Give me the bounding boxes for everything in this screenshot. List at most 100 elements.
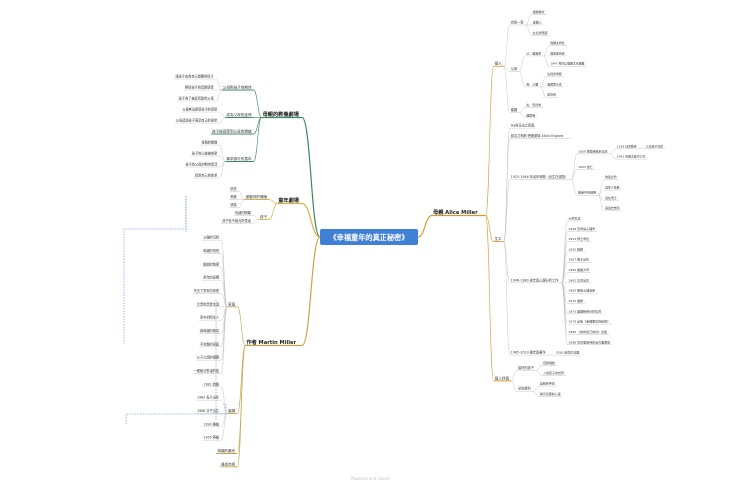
main-branch-label[interactable]: 母親的教養劇場: [263, 110, 300, 118]
mindmap-node[interactable]: 揭示兒童的心靈: [540, 391, 561, 396]
mindmap-node[interactable]: 父母無法接受孩子的感受: [182, 107, 218, 112]
main-branch-label[interactable]: 作者 Martin Miller: [246, 338, 296, 346]
mindmap-node[interactable]: 壓抑孩子的真實感受: [185, 85, 214, 90]
mindmap-node[interactable]: 家庭: [228, 301, 236, 306]
mindmap-node[interactable]: 1939 社會戰爭: [617, 143, 637, 148]
mindmap-node[interactable]: 大學的學習生涯: [197, 301, 220, 306]
mindmap-node[interactable]: 父子之間的隔閡: [197, 355, 219, 360]
mindmap-node[interactable]: 1943 逃亡: [578, 164, 593, 169]
mindmap-node[interactable]: 尋找自我: [221, 461, 236, 466]
mindmap-node[interactable]: 遭逢挫折者: [550, 50, 565, 55]
mindmap-node[interactable]: 生平: [495, 236, 503, 241]
mindmap-node[interactable]: 母親的驕傲: [201, 140, 218, 145]
mindmap-node[interactable]: 父母: [511, 67, 517, 71]
mindmap-node[interactable]: 2010 逝世於法國: [556, 350, 580, 355]
mindmap-node[interactable]: 個人評價: [495, 375, 510, 380]
mindmap-node[interactable]: 離婚者: [526, 112, 535, 117]
mindmap-node[interactable]: 1941 在猶太區中工作: [617, 154, 646, 159]
mindmap-node[interactable]: 原名艾莉斯·恩格萊特 Alicia Englard: [511, 133, 563, 138]
mindmap-node[interactable]: 1923–1946 年幼年時期（出生在波蘭）: [511, 174, 568, 179]
mindmap-node[interactable]: 自我犧牲: [543, 360, 555, 365]
mindmap-node[interactable]: 父親的沉默: [203, 235, 220, 240]
mindmap-node[interactable]: 1947 死於這個猶太化困難: [550, 61, 584, 66]
mindmap-node[interactable]: 1979 出版《幸福童年的秘密》: [569, 319, 611, 324]
mindmap-node[interactable]: 不完整的家庭: [200, 341, 220, 346]
mindmap-node[interactable]: 母：沙寶: [526, 81, 538, 86]
mindmap-node[interactable]: 孩子的心靈被綁架: [192, 151, 218, 156]
mindmap-node[interactable]: 個人: [495, 61, 503, 66]
mindmap-node[interactable]: 1973 離開精神分析協會: [569, 308, 602, 313]
mindmap-node[interactable]: 自我一家: [511, 19, 525, 24]
mindmap-node[interactable]: 母親的離世: [217, 448, 235, 453]
mindmap-node[interactable]: 1955 結婚: [569, 246, 584, 251]
mindmap-node[interactable]: 自我的呼喚: [540, 381, 555, 386]
mindmap-node[interactable]: 1983 長子出生: [197, 395, 220, 400]
mindmap-node[interactable]: 戰爭中的經歷: [578, 190, 596, 195]
mindmap-node[interactable]: 1930 兩個弟妹的出生: [578, 148, 608, 153]
mindmap-node[interactable]: 1957 長子出生: [569, 257, 590, 262]
mindmap-node[interactable]: 三位孩子在家: [646, 143, 663, 148]
mindmap-node[interactable]: 1981 結婚: [203, 381, 219, 386]
mindmap-node[interactable]: 憤怒: [230, 186, 237, 191]
mindmap-node[interactable]: 孩子從不被允許表達: [222, 218, 251, 223]
mindmap-node[interactable]: 1970 離婚: [569, 298, 584, 303]
mindmap-node[interactable]: 祖籍猶太: [533, 9, 545, 14]
mindmap-node[interactable]: 與家人失散: [605, 185, 620, 190]
branch-edge: [253, 117, 262, 162]
mindmap-node[interactable]: 1946–1980 成年與心理分析工作: [511, 277, 559, 282]
mindmap-node[interactable]: 與過去告別: [605, 205, 620, 210]
mindmap-node[interactable]: 1988 在兒童虐待防治方面著述: [569, 339, 611, 344]
mindmap-node[interactable]: 童年的孤獨: [203, 275, 219, 280]
mindmap-node[interactable]: 孩子: [260, 214, 268, 219]
mindmap-node[interactable]: 與猶太商社: [550, 40, 565, 45]
mindmap-node[interactable]: 姐姐的缺席: [203, 261, 220, 266]
mindmap-node[interactable]: 孩子為父母的期待而活: [185, 162, 218, 167]
mindmap-node[interactable]: 成為父母的延伸: [226, 112, 252, 117]
mindmap-node[interactable]: 母親的憤怒: [203, 248, 220, 253]
mindmap-node[interactable]: 讓孩子成為自己想要的樣子: [175, 74, 214, 79]
mindmap-node[interactable]: 生疏的母親: [547, 71, 562, 76]
mindmap-node[interactable]: 孩子為了被愛而取悅父母: [179, 96, 214, 101]
mindmap-node[interactable]: 1985–2010 晚年與著作: [511, 350, 547, 355]
mindmap-node[interactable]: 找到自己的需求: [195, 173, 218, 178]
mindmap-node[interactable]: 尋求認可的童年: [226, 156, 252, 161]
mindmap-node[interactable]: 波蘭人: [533, 19, 542, 24]
mindmap-node[interactable]: 恐懼: [230, 194, 237, 199]
mindmap-node[interactable]: 情緒的隔離: [235, 210, 252, 215]
mindmap-node[interactable]: 1949 哲學與心理學: [569, 226, 596, 231]
mindmap-node[interactable]: 孩子能感受到父母的情緒: [212, 129, 252, 134]
mindmap-node[interactable]: 兒童權利: [518, 386, 531, 391]
mindmap-node[interactable]: 悲傷: [230, 202, 237, 207]
mindmap-node[interactable]: 1953 博士學位: [569, 236, 590, 241]
mindmap-node[interactable]: 1965 開始心理治療: [569, 288, 596, 293]
mindmap-node[interactable]: 家中的陌生人: [200, 315, 220, 320]
mindmap-node[interactable]: 入侵孩子的世界: [543, 370, 564, 375]
mindmap-node[interactable]: 女兒伊蕾夢: [533, 30, 548, 35]
mindmap-node[interactable]: 婚姻: [511, 107, 517, 112]
mindmap-node[interactable]: 與母親的衝突: [200, 328, 220, 333]
mindmap-node[interactable]: 偽造身份: [605, 174, 617, 179]
main-branch-label[interactable]: 童年劇場: [278, 196, 300, 204]
mindmap-node[interactable]: 1990 離婚: [203, 421, 219, 426]
mindmap-node[interactable]: 最好的孩子: [518, 365, 535, 370]
mindmap-node[interactable]: 1995 再婚: [203, 435, 219, 440]
mindmap-node[interactable]: 1986 次子出生: [197, 408, 220, 413]
mindmap-node[interactable]: 失去了童年的感受: [194, 288, 220, 293]
mindmap-node[interactable]: 逃往瑞士: [605, 195, 617, 200]
mindmap-node[interactable]: 被壓抑的情緒: [246, 194, 268, 199]
mindmap-node[interactable]: 婚姻: [228, 408, 236, 413]
mindmap-node[interactable]: 一種無法表達的愛: [194, 368, 220, 373]
mindmap-node[interactable]: 1960 離開大學: [569, 267, 590, 272]
mindmap-node[interactable]: 父：離異東: [526, 50, 541, 55]
mindmap-node[interactable]: 嚴厲而冷漠: [547, 81, 562, 86]
main-branch-label[interactable]: 母親 Alice Miller: [433, 208, 478, 216]
mindmap-node[interactable]: Ha為日出之家庭: [511, 123, 535, 128]
mindmap-node[interactable]: 父母透過孩子滿足自己的需求: [176, 118, 218, 123]
mindmap-node[interactable]: 處罰者: [547, 92, 556, 97]
mindmap-node[interactable]: 父母對孩子的期待: [223, 85, 252, 90]
mindmap-node[interactable]: 1962 女兒出生: [569, 277, 590, 282]
mindmap-node[interactable]: 大學生涯: [569, 215, 581, 220]
mindmap-node[interactable]: 夫：安德魯: [526, 102, 541, 107]
root-node[interactable]: [320, 229, 418, 245]
mindmap-node[interactable]: 1980 《為你自己的好》出版: [569, 329, 608, 334]
